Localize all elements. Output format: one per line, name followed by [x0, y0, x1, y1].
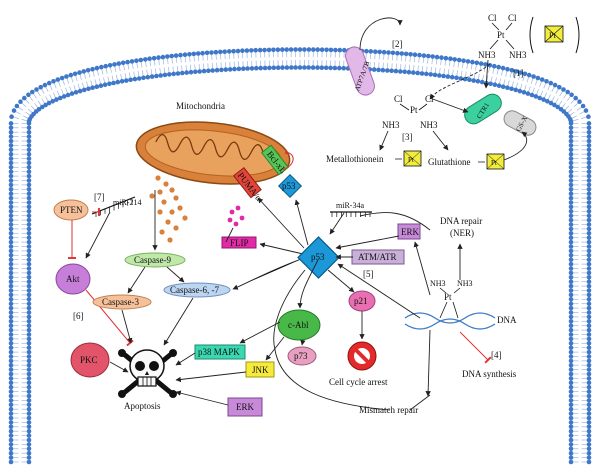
svg-text:miR-214: miR-214 [113, 198, 141, 207]
svg-text:Akt: Akt [66, 274, 80, 284]
svg-text:Pt: Pt [444, 292, 452, 302]
cytochrome-c-release [149, 175, 188, 243]
p53-small-node: p53 [277, 173, 303, 199]
svg-text:NH3: NH3 [430, 279, 446, 288]
jnk-node: JNK [245, 361, 275, 378]
svg-text:ERK: ERK [236, 402, 255, 412]
svg-text:JNK: JNK [252, 365, 269, 375]
svg-text:Cl: Cl [394, 94, 403, 104]
erk-bottom-node: ERK [227, 397, 263, 417]
ref-3: [3] [402, 132, 413, 142]
cisplatin-molecule: Cl Cl Pt NH3 NH3 Pt [1] [478, 13, 580, 78]
svg-text:NH3: NH3 [509, 50, 527, 60]
svg-text:c-Abl: c-Abl [288, 320, 309, 330]
svg-text:ATM/ATR: ATM/ATR [358, 252, 397, 262]
apoptosis-skull-icon [118, 349, 177, 398]
cabl-node: c-Abl [277, 309, 321, 341]
svg-text:p21: p21 [354, 296, 368, 306]
ref-7: [7] [94, 192, 105, 202]
svg-text:PTEN: PTEN [60, 205, 83, 215]
atm-atr-node: ATM/ATR [351, 249, 405, 265]
svg-text:NH3: NH3 [457, 279, 473, 288]
svg-text:Cl: Cl [488, 13, 497, 23]
p38-mapk-node: p38 MAPK [194, 344, 246, 360]
svg-text:PKC: PKC [80, 355, 98, 365]
svg-text:Caspase-9: Caspase-9 [134, 255, 171, 265]
svg-text:FLIP: FLIP [230, 238, 249, 248]
ref-1: [1] [513, 68, 524, 78]
cisplatin-icon: Pt [549, 31, 556, 40]
flip-node: FLIP [221, 205, 257, 249]
dna-adduct: NH3 NH3 Pt DNA [404, 279, 517, 330]
svg-text:Cl: Cl [508, 13, 517, 23]
p53-node: p53 [297, 236, 340, 279]
svg-text:miR-34a: miR-34a [336, 201, 364, 210]
apoptosis-label: Apoptosis [124, 401, 161, 411]
dna-synthesis-label: DNA synthesis [462, 369, 517, 379]
svg-text:Caspase-6, -7: Caspase-6, -7 [170, 285, 219, 295]
mismatch-repair-label: Mismatch repair [359, 405, 418, 415]
svg-text:Caspase-3: Caspase-3 [102, 297, 139, 307]
akt-node: Akt [55, 263, 91, 295]
atp7-transporter: ATP7A/7B [345, 46, 375, 96]
svg-text:Cl: Cl [425, 94, 434, 104]
svg-text:Pt: Pt [497, 30, 505, 40]
aquated-cisplatin: Cl Cl Pt NH3 NH3 [3] [382, 94, 438, 142]
caspase67-node: Caspase-6, -7 [163, 282, 231, 298]
erk-top-node: ERK [397, 223, 421, 240]
svg-text:Pt: Pt [408, 156, 414, 164]
svg-text:p73: p73 [294, 351, 308, 361]
svg-text:Pt: Pt [410, 105, 418, 115]
metallothionein-label: Metallothionein [326, 154, 384, 164]
svg-text:p53: p53 [282, 181, 296, 191]
svg-text:p38 MAPK: p38 MAPK [198, 347, 240, 357]
p21-node: p21 [348, 290, 376, 312]
svg-text:NH3: NH3 [382, 120, 400, 130]
svg-text:ERK: ERK [401, 227, 420, 237]
dna-repair-label: DNA repair [440, 216, 482, 226]
cell-cycle-arrest-label: Cell cycle arrest [329, 377, 388, 387]
cell-cycle-arrest-icon [347, 341, 377, 371]
svg-text:Pt: Pt [491, 159, 497, 167]
mitochondrion: Mitochondria [135, 101, 291, 185]
ref-4: [4] [491, 350, 502, 360]
ner-label: (NER) [450, 228, 474, 238]
cell-membrane [8, 47, 592, 465]
svg-text:NH3: NH3 [420, 120, 438, 130]
pten-node: PTEN [53, 199, 89, 221]
ref-6: [6] [73, 311, 84, 321]
gsx-transporter: GS-X [503, 110, 537, 136]
svg-text:DNA: DNA [497, 315, 517, 325]
caspase3-node: Caspase-3 [92, 294, 152, 310]
ref-5: [5] [363, 269, 374, 279]
ref-2: [2] [392, 39, 403, 49]
mitochondria-label: Mitochondria [176, 101, 225, 111]
pkc-node: PKC [70, 342, 110, 378]
ctr1-transporter: CTR1 [464, 93, 502, 125]
p73-node: p73 [287, 346, 317, 366]
svg-text:p53: p53 [311, 252, 325, 262]
caspase9-node: Caspase-9 [124, 252, 186, 268]
glutathione-label: Glutathione [428, 157, 471, 167]
mir34a-node: miR-34a [330, 201, 372, 217]
svg-text:NH3: NH3 [478, 50, 496, 60]
